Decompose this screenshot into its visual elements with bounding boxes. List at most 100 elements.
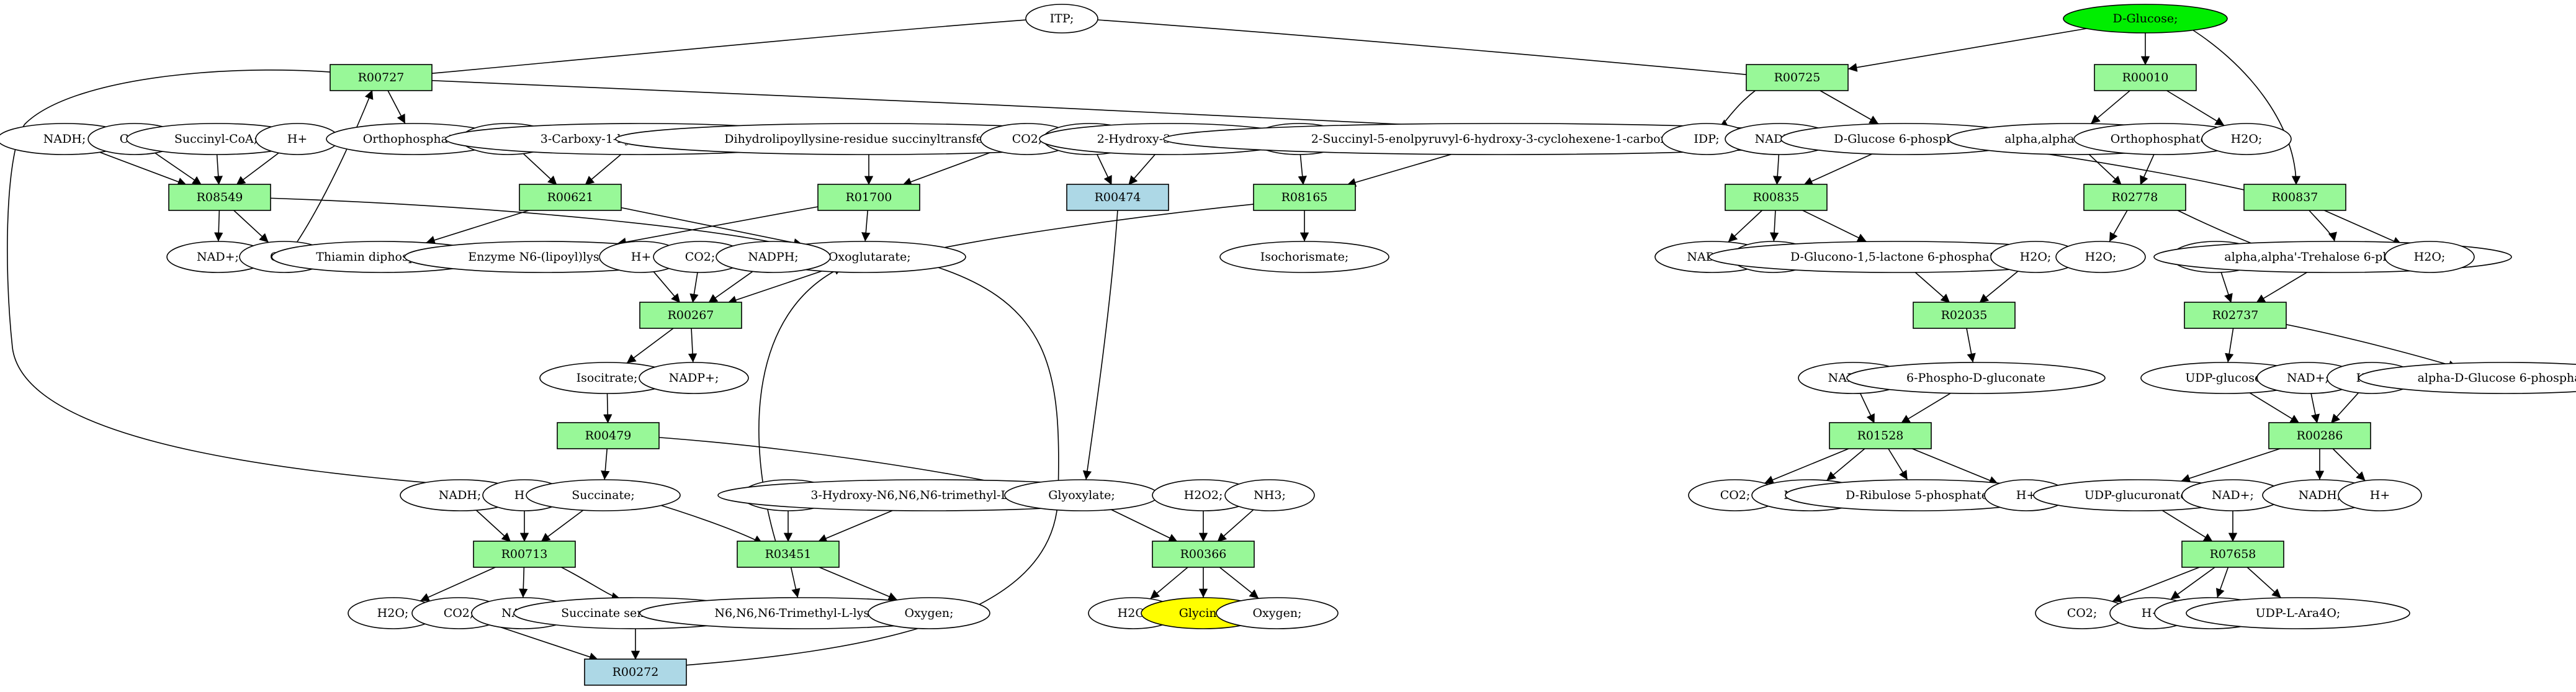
reaction-node-r08165[interactable]: R08165 <box>1253 184 1356 211</box>
edge-r07658-to-nadh4 <box>2215 566 2229 598</box>
compound-node-d-glucose[interactable]: D-Glucose; <box>2063 4 2228 34</box>
compound-node-nadp[interactable]: NADP+; <box>639 362 749 394</box>
compound-ellipse <box>526 479 681 511</box>
edge-ortho2-to-r02778 <box>2140 154 2155 186</box>
compound-node-h2o[interactable]: H2O; <box>2201 123 2292 155</box>
node-label: H+ <box>2016 488 2037 502</box>
reaction-node-r00479[interactable]: R00479 <box>557 422 660 449</box>
reaction-node-r02778[interactable]: R02778 <box>2083 184 2186 211</box>
compound-node-succinate[interactable]: Succinate; <box>526 479 681 511</box>
edge-nadh2-to-r00713 <box>475 510 511 542</box>
node-label: UDP-glucuronate; <box>2085 488 2191 502</box>
reaction-box <box>2083 184 2186 211</box>
reaction-node-r02035[interactable]: R02035 <box>1913 302 2016 329</box>
reaction-node-r01700[interactable]: R01700 <box>817 184 920 211</box>
compound-node-orthophosphate[interactable]: Orthophosphate; <box>326 123 501 155</box>
compound-node-h[interactable]: H+ <box>255 123 339 155</box>
reaction-node-r00621[interactable]: R00621 <box>519 184 622 211</box>
reaction-node-r00272[interactable]: R00272 <box>584 658 687 686</box>
node-label: CO2; <box>1012 132 1043 146</box>
node-label: NAD+; <box>2212 488 2254 502</box>
compound-node-h2o[interactable]: H2O; <box>2384 241 2475 273</box>
node-label: Orthophosphate; <box>363 132 464 146</box>
node-label: R00835 <box>1753 191 1800 204</box>
node-label: D-Glucose 6-phosphate; <box>1834 132 1977 146</box>
compound-node-d-ribulose-5-phosphate[interactable]: D-Ribulose 5-phosphate <box>1785 479 2049 511</box>
compound-node-orthophosphate[interactable]: Orthophosphate; <box>2073 123 2248 155</box>
compound-node-d-glucono-1-5-lactone-6-phosphate[interactable]: D-Glucono-1,5-lactone 6-phosphate; <box>1708 241 2087 273</box>
compound-ellipse <box>2186 597 2410 629</box>
reaction-box <box>330 64 433 91</box>
reaction-node-r00366[interactable]: R00366 <box>1152 541 1255 568</box>
node-label: Succinate; <box>572 488 634 502</box>
compound-node-idp[interactable]: IDP; <box>1661 123 1752 155</box>
compound-node-6-phospho-d-gluconate[interactable]: 6-Phospho-D-gluconate <box>1846 362 2106 394</box>
edge-oxo-to-r00267 <box>727 271 822 305</box>
node-label: H2O; <box>377 606 409 620</box>
reaction-box <box>473 541 576 568</box>
node-label: R00621 <box>547 191 594 204</box>
compound-node-alpha-d-glucose-6-phosphate[interactable]: alpha-D-Glucose 6-phosphate <box>2358 362 2576 394</box>
node-label: H2O; <box>2414 250 2446 264</box>
node-label: R02778 <box>2112 191 2158 204</box>
compound-node-h2o[interactable]: H2O; <box>348 597 438 629</box>
node-label: R07658 <box>2210 547 2256 561</box>
reaction-box <box>1746 64 1849 91</box>
compound-node-udp-l-ara4o[interactable]: UDP-L-Ara4O; <box>2186 597 2410 629</box>
node-label: 2-Oxoglutarate; <box>817 250 910 264</box>
edge-r00713-to-nadc <box>519 566 528 598</box>
edge-dglc-to-r00725 <box>1847 28 2087 72</box>
compound-node-isocitrate[interactable]: Isocitrate; <box>539 362 675 394</box>
compound-ellipse <box>2338 479 2422 511</box>
reaction-node-r00835[interactable]: R00835 <box>1725 184 1828 211</box>
reaction-box <box>737 541 840 568</box>
reaction-node-r08549[interactable]: R08549 <box>168 184 271 211</box>
reaction-node-r00727[interactable]: R00727 <box>330 64 433 91</box>
compound-ellipse <box>2201 123 2292 155</box>
reaction-node-r00267[interactable]: R00267 <box>639 302 742 329</box>
compound-node-h2o[interactable]: H2O; <box>1990 241 2081 273</box>
edge-itp-to-r00725 <box>1079 18 1772 81</box>
edge-udpa-to-r02737 <box>2220 272 2233 303</box>
node-label: H2O; <box>1118 606 1149 620</box>
reaction-node-r03451[interactable]: R03451 <box>737 541 840 568</box>
node-label: Oxygen; <box>904 606 953 620</box>
compound-node-nh3[interactable]: NH3; <box>1224 479 1315 511</box>
edge-co2b-to-r00621 <box>523 153 558 186</box>
node-label: H2O; <box>2020 250 2052 264</box>
node-label: ITP; <box>1050 12 1074 25</box>
reaction-node-r00713[interactable]: R00713 <box>473 541 576 568</box>
compound-node-nad[interactable]: NAD+; <box>2181 479 2284 511</box>
reaction-node-r00286[interactable]: R00286 <box>2268 422 2371 449</box>
edge-co2f-to-r00267 <box>689 272 699 303</box>
reaction-node-r00837[interactable]: R00837 <box>2243 184 2346 211</box>
compound-node-h[interactable]: H+ <box>2338 479 2422 511</box>
compound-node-glyoxylate[interactable]: Glyoxylate; <box>1004 479 1159 511</box>
edge-r08549-to-coa <box>233 209 269 243</box>
reaction-node-r01528[interactable]: R01528 <box>1829 422 1932 449</box>
compound-node-nad[interactable]: NAD+; <box>166 241 269 273</box>
reaction-node-r00474[interactable]: R00474 <box>1066 184 1169 211</box>
edge-nadpa-to-r00835 <box>1773 154 1782 186</box>
reaction-node-r00725[interactable]: R00725 <box>1746 64 1849 91</box>
edge-r07658-to-hpg <box>2170 566 2216 600</box>
compound-node-oxygen[interactable]: Oxygen; <box>1216 597 1339 629</box>
edge-dglc-to-r00837 <box>2184 24 2301 186</box>
node-label: 6-Phospho-D-gluconate <box>1906 371 2045 385</box>
reaction-box <box>817 184 920 211</box>
compound-ellipse <box>2055 241 2146 273</box>
reaction-node-r00010[interactable]: R00010 <box>2094 64 2197 91</box>
edge-r00366-to-oxyb <box>1218 566 1259 599</box>
compound-node-itp[interactable]: ITP; <box>1025 4 1098 34</box>
reaction-node-r07658[interactable]: R07658 <box>2181 541 2284 568</box>
compound-node-isochorismate[interactable]: Isochorismate; <box>1219 241 1389 273</box>
compound-node-nadph[interactable]: NADPH; <box>716 241 831 273</box>
reaction-node-r02737[interactable]: R02737 <box>2184 302 2287 329</box>
edge-r02778-to-h2oc <box>2109 209 2129 242</box>
edge-r00272-to-oxo <box>660 258 1059 668</box>
compound-node-h2o[interactable]: H2O; <box>2055 241 2146 273</box>
edge-coa-to-r00727 <box>291 89 374 251</box>
compound-ellipse <box>868 597 990 629</box>
compound-node-oxygen[interactable]: Oxygen; <box>868 597 990 629</box>
